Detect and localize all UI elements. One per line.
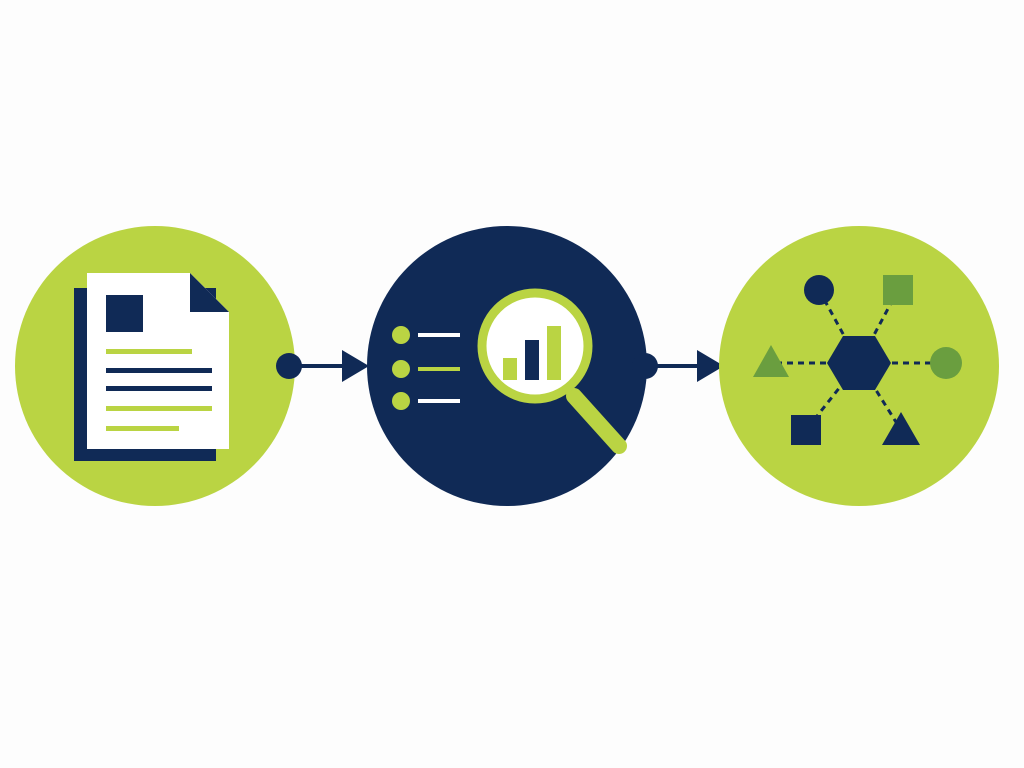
step-document bbox=[15, 226, 295, 506]
navy-square-node bbox=[791, 415, 821, 445]
step-network bbox=[719, 226, 999, 506]
magnifier-chart-icon bbox=[477, 288, 627, 454]
connector-arrow-2 bbox=[632, 350, 724, 382]
connector-arrow-1 bbox=[276, 350, 369, 382]
network-hexagon-icon bbox=[753, 275, 962, 445]
arrow-right-icon bbox=[656, 350, 724, 382]
step-analysis bbox=[367, 226, 647, 506]
document-icon bbox=[74, 273, 229, 461]
checklist-icon bbox=[392, 326, 460, 410]
green-triangle-node bbox=[753, 345, 789, 377]
green-circle-node bbox=[930, 347, 962, 379]
arrow-right-icon bbox=[300, 350, 369, 382]
navy-triangle-node bbox=[882, 412, 920, 445]
green-square-node bbox=[883, 275, 913, 305]
connector-dot-1 bbox=[276, 353, 302, 379]
connector-dot-2 bbox=[632, 353, 658, 379]
navy-circle-node bbox=[804, 275, 834, 305]
